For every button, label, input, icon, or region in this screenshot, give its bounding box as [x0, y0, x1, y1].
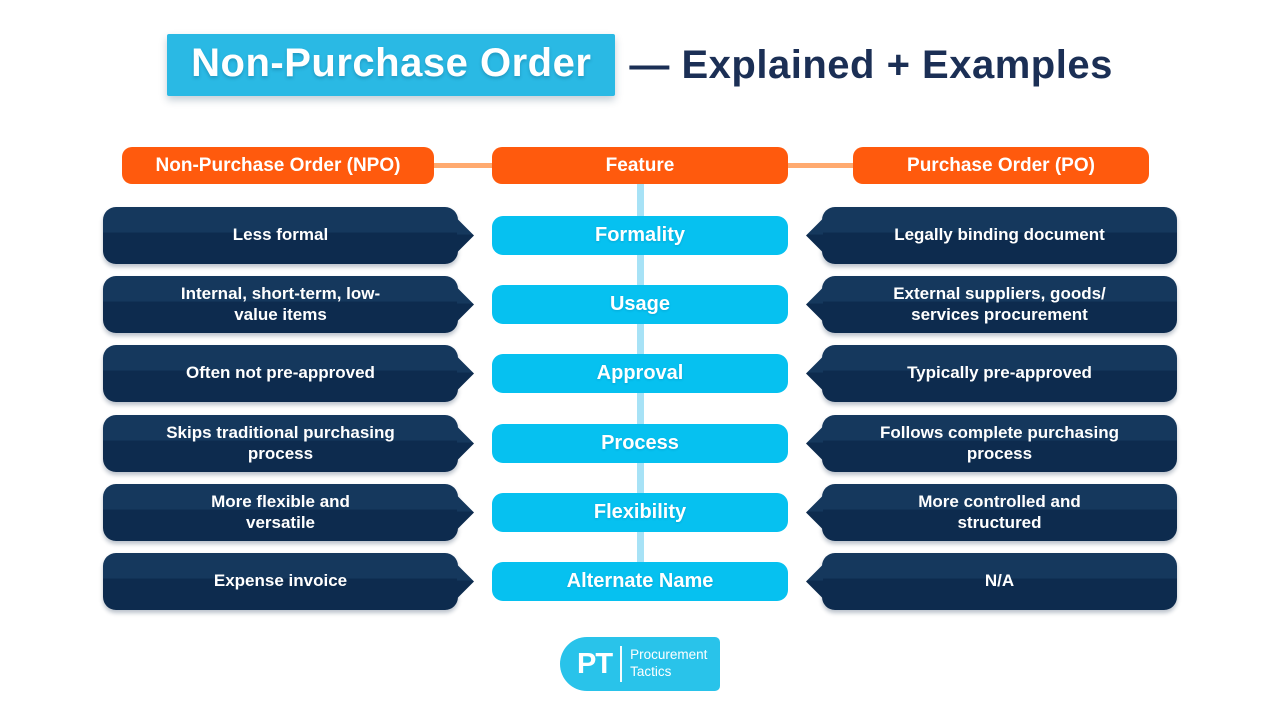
- feature-cell: Alternate Name: [492, 562, 788, 601]
- po-cell: More controlled and structured: [822, 484, 1177, 541]
- page-title: Non-Purchase Order — Explained + Example…: [0, 34, 1280, 96]
- npo-cell: Internal, short-term, low- value items: [103, 276, 458, 333]
- po-cell: N/A: [822, 553, 1177, 610]
- feature-cell: Process: [492, 424, 788, 463]
- npo-cell: Often not pre-approved: [103, 345, 458, 402]
- po-cell: Legally binding document: [822, 207, 1177, 264]
- table-row: Internal, short-term, low- value items U…: [0, 276, 1280, 333]
- logo-line1: Procurement: [630, 647, 708, 663]
- title-rest: — Explained + Examples: [629, 42, 1113, 87]
- po-cell: External suppliers, goods/ services proc…: [822, 276, 1177, 333]
- table-row: Expense invoice Alternate Name N/A: [0, 553, 1280, 610]
- npo-cell: More flexible and versatile: [103, 484, 458, 541]
- po-cell: Typically pre-approved: [822, 345, 1177, 402]
- po-cell: Follows complete purchasing process: [822, 415, 1177, 472]
- table-row: More flexible and versatile Flexibility …: [0, 484, 1280, 541]
- npo-cell: Less formal: [103, 207, 458, 264]
- column-header-po: Purchase Order (PO): [853, 147, 1149, 184]
- title-highlight: Non-Purchase Order: [167, 34, 616, 96]
- npo-cell: Expense invoice: [103, 553, 458, 610]
- feature-cell: Approval: [492, 354, 788, 393]
- procurement-tactics-logo: PT Procurement Tactics: [560, 637, 720, 691]
- feature-cell: Formality: [492, 216, 788, 255]
- table-row: Skips traditional purchasing process Pro…: [0, 415, 1280, 472]
- logo-abbr: PT: [577, 647, 613, 680]
- column-header-npo: Non-Purchase Order (NPO): [122, 147, 434, 184]
- header-connector-left: [430, 163, 496, 168]
- table-row: Often not pre-approved Approval Typicall…: [0, 345, 1280, 402]
- table-row: Less formal Formality Legally binding do…: [0, 207, 1280, 264]
- feature-cell: Usage: [492, 285, 788, 324]
- logo-line2: Tactics: [630, 664, 672, 679]
- logo-text: Procurement Tactics: [630, 647, 707, 681]
- column-header-feature: Feature: [492, 147, 788, 184]
- header-connector-right: [784, 163, 857, 168]
- logo-divider: [620, 646, 623, 682]
- feature-cell: Flexibility: [492, 493, 788, 532]
- npo-cell: Skips traditional purchasing process: [103, 415, 458, 472]
